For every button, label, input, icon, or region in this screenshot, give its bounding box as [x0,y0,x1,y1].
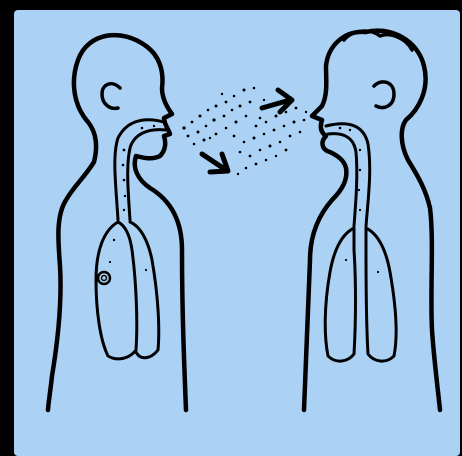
right-person [304,31,440,410]
airborne-transmission-illustration [14,10,460,456]
right-trachea-inner [328,134,357,226]
right-airway-particles [339,127,379,273]
left-ear [102,84,120,109]
left-face-outline [135,46,186,410]
arrow-down-right-icon [202,154,228,172]
right-lung-left [325,228,355,361]
arrow-right-icon [262,90,292,112]
right-lung-right [366,228,396,361]
left-lung-right [130,222,159,358]
left-person [48,35,186,410]
right-face-outline [304,32,366,410]
infection-spot [98,272,110,284]
right-hair [344,31,412,50]
right-ear [374,82,394,108]
illustration-panel [14,10,460,456]
left-trachea-inner [128,130,166,220]
right-person-outline [366,31,440,410]
left-lung-left [96,222,137,359]
